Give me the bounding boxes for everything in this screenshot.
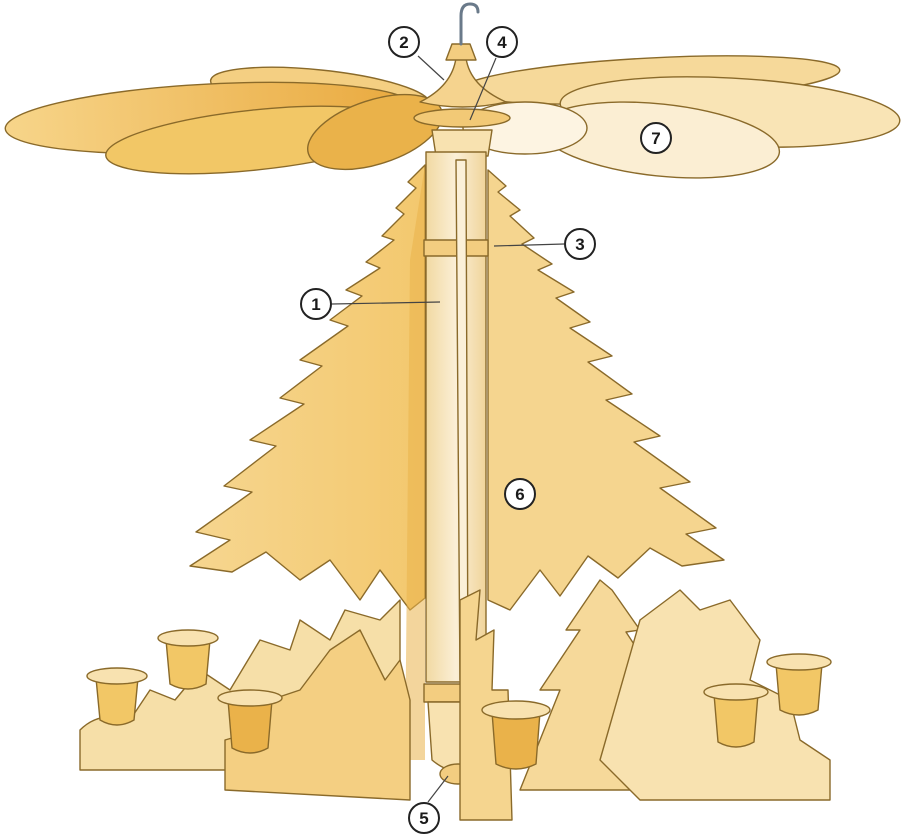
leader-1: [331, 301, 441, 305]
candle-holder-5: [703, 683, 769, 748]
callout-3-label: 3: [575, 235, 584, 254]
candle-holder-3: [217, 689, 283, 754]
callout-6: 6: [504, 478, 536, 510]
callout-1: 1: [300, 288, 332, 320]
tree-left-shade: [405, 165, 425, 760]
callout-7-label: 7: [651, 129, 660, 148]
leader-3: [493, 243, 565, 247]
rotor-hub: [413, 43, 511, 157]
callout-2-label: 2: [399, 33, 408, 52]
callout-4: 4: [486, 26, 518, 58]
candle-holder-1: [86, 667, 148, 726]
candle-holder-4: [481, 700, 551, 770]
leader-4: [469, 57, 497, 121]
leader-2: [417, 55, 445, 81]
callout-1-label: 1: [311, 295, 320, 314]
callout-7: 7: [640, 122, 672, 154]
callout-3: 3: [564, 228, 596, 260]
callout-4-label: 4: [497, 33, 507, 52]
candle-holders: [86, 629, 832, 770]
callout-6-label: 6: [515, 485, 524, 504]
leader-lines: [331, 55, 565, 803]
callout-2: 2: [388, 26, 420, 58]
candle-holder-2: [157, 629, 219, 690]
callout-5-label: 5: [419, 809, 428, 828]
hub-disc: [413, 108, 511, 128]
candle-holder-6: [766, 653, 832, 716]
hub-cone: [419, 57, 507, 108]
hub-collar: [431, 129, 493, 157]
tree-right-half: [487, 169, 725, 611]
tree-left-half: [189, 164, 426, 611]
callout-5: 5: [408, 802, 440, 834]
leader-5: [427, 775, 449, 803]
hook-icon: [459, 2, 480, 46]
hub-tip: [445, 43, 477, 61]
